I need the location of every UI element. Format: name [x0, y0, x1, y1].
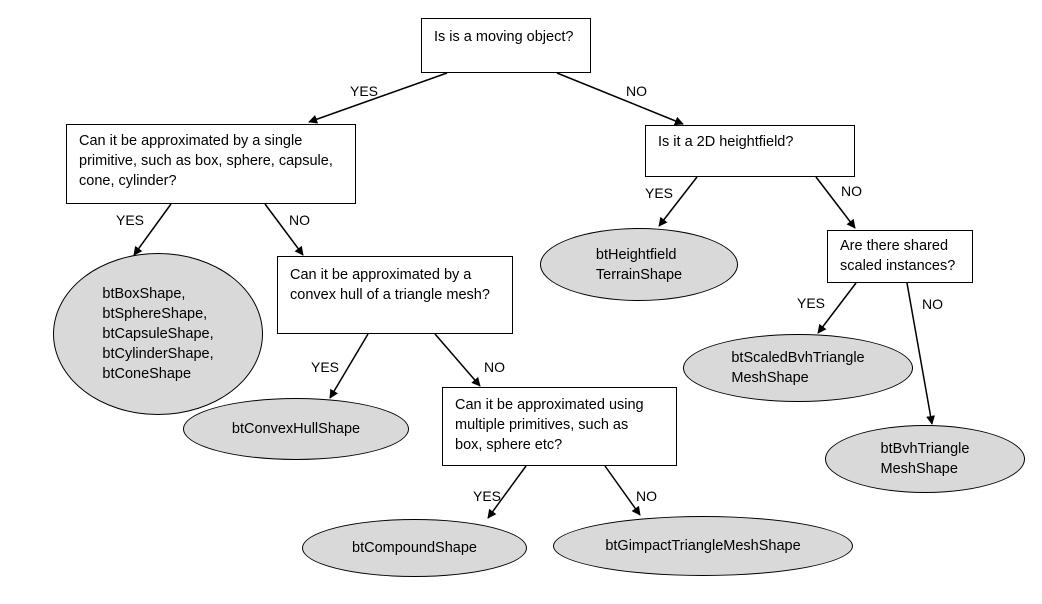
- result-bvh-triangle: btBvhTriangle MeshShape: [825, 425, 1025, 493]
- edge-label-height-no: NO: [841, 183, 862, 199]
- decision-shared-scaled: Are there shared scaled instances?: [827, 230, 973, 283]
- result-heightfield-terrain: btHeightfield TerrainShape: [540, 228, 738, 301]
- result-primitive-shapes-label: btBoxShape, btSphereShape, btCapsuleShap…: [102, 286, 214, 382]
- edge-label-single-no: NO: [289, 212, 310, 228]
- edge-moving-yes: [308, 72, 448, 124]
- edge-shared-yes: [817, 282, 857, 334]
- edge-shared-no: [906, 282, 936, 425]
- edge-label-shared-no: NO: [922, 296, 943, 312]
- edge-single-yes: [133, 203, 172, 256]
- edge-label-height-yes: YES: [645, 185, 674, 201]
- decision-convex-hull: Can it be approximated by a convex hull …: [277, 256, 513, 334]
- edge-single-no: [264, 203, 304, 256]
- result-bvh-triangle-label: btBvhTriangle MeshShape: [880, 441, 970, 477]
- edge-label-convex-no: NO: [484, 359, 505, 375]
- result-compound-label: btCompoundShape: [352, 540, 477, 556]
- edge-height-yes: [658, 176, 698, 227]
- result-compound: btCompoundShape: [302, 519, 527, 577]
- result-scaled-bvh-triangle-label: btScaledBvhTriangle MeshShape: [731, 350, 865, 386]
- edge-height-no: [815, 176, 856, 229]
- result-scaled-bvh-triangle: btScaledBvhTriangle MeshShape: [683, 334, 913, 402]
- result-heightfield-terrain-label: btHeightfield TerrainShape: [595, 246, 683, 283]
- decision-moving-object: Is is a moving object?: [421, 18, 591, 73]
- edge-label-multi-no: NO: [636, 488, 657, 504]
- edge-moving-no: [556, 72, 684, 126]
- result-gimpact-triangle-label: btGimpactTriangleMeshShape: [605, 538, 801, 554]
- edge-convex-yes: [329, 333, 369, 399]
- decision-2d-heightfield: Is it a 2D heightfield?: [645, 125, 855, 177]
- edge-convex-no: [434, 333, 481, 387]
- edge-label-moving-no: NO: [626, 83, 647, 99]
- result-gimpact-triangle: btGimpactTriangleMeshShape: [553, 516, 853, 576]
- result-primitive-shapes: btBoxShape, btSphereShape, btCapsuleShap…: [53, 253, 263, 415]
- edge-label-multi-yes: YES: [473, 488, 502, 504]
- edge-multi-no: [604, 465, 641, 516]
- edge-multi-yes: [487, 465, 527, 519]
- decision-single-primitive: Can it be approximated by a single primi…: [66, 124, 356, 204]
- edge-label-shared-yes: YES: [797, 295, 826, 311]
- edge-label-moving-yes: YES: [350, 83, 379, 99]
- edge-label-convex-yes: YES: [311, 359, 340, 375]
- edge-label-single-yes: YES: [116, 212, 145, 228]
- result-convex-hull: btConvexHullShape: [183, 398, 409, 460]
- decision-multiple-primitives: Can it be approximated using multiple pr…: [442, 387, 677, 466]
- result-convex-hull-label: btConvexHullShape: [231, 421, 361, 437]
